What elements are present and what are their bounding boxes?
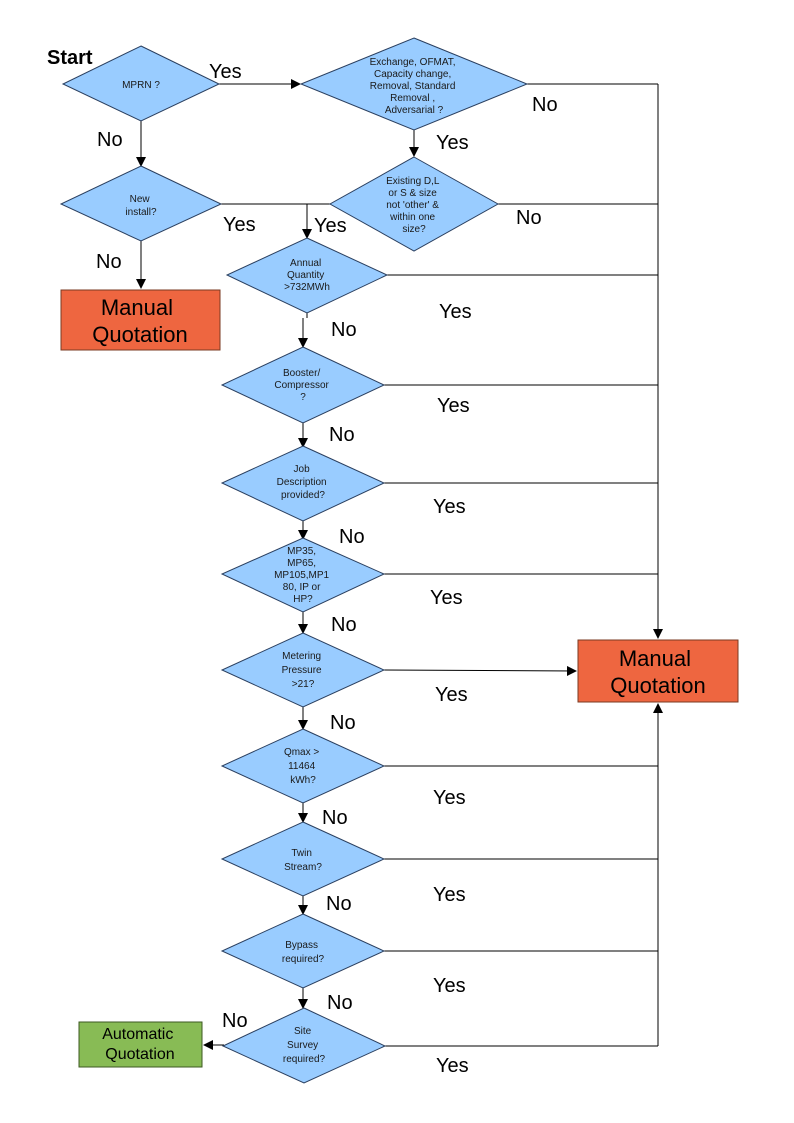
label-no: No (97, 129, 123, 151)
label-no: No (326, 893, 352, 915)
decision-booster: Booster/ Compressor ? (220, 346, 386, 424)
label-yes: Yes (436, 132, 469, 154)
decision-site-survey: Site Survey required? (221, 1007, 387, 1084)
label-no: No (331, 319, 357, 341)
start-label: Start (47, 47, 93, 69)
label-yes: Yes (209, 61, 242, 83)
label-no: No (339, 526, 365, 548)
branch-labels: Yes No No Yes Yes Yes No No Yes No Yes N… (96, 61, 558, 1077)
label-yes: Yes (223, 214, 256, 236)
decision-job-description-text: Job Description provided? (277, 464, 330, 501)
connectors (136, 79, 663, 1050)
decision-exchange-text: Exchange, OFMAT, Capacity change, Remova… (370, 57, 459, 116)
label-yes: Yes (436, 1055, 469, 1077)
decision-existing: Existing D,L or S & size not 'other' & w… (328, 156, 500, 252)
decision-job-description: Job Description provided? (220, 445, 386, 522)
label-yes: Yes (314, 215, 347, 237)
decision-metering-pressure-text: Metering Pressure >21? (282, 651, 325, 690)
decision-existing-text: Existing D,L or S & size not 'other' & w… (386, 176, 442, 235)
label-yes: Yes (433, 975, 466, 997)
label-no: No (329, 424, 355, 446)
label-no: No (516, 207, 542, 229)
decision-mprn: MPRN ? (61, 45, 221, 122)
decision-bypass: Bypass required? (220, 913, 386, 989)
svg-text:Automatic Quotation: Automatic Quotation (102, 1026, 178, 1063)
label-yes: Yes (437, 395, 470, 417)
label-yes: Yes (433, 787, 466, 809)
label-no: No (330, 712, 356, 734)
label-yes: Yes (439, 301, 472, 323)
decision-new-install: New install? (59, 165, 223, 242)
decision-qmax-text: Qmax > 11464 kWh? (284, 747, 322, 786)
svg-text:Manual Quotation: Manual Quotation (610, 646, 705, 698)
label-no: No (96, 251, 122, 273)
decision-mp: MP35, MP65, MP105,MP1 80, IP or HP? (220, 537, 386, 613)
decision-new-install-text: New install? (125, 194, 157, 218)
label-no: No (532, 94, 558, 116)
decision-metering-pressure: Metering Pressure >21? (220, 632, 386, 708)
svg-text:Manual Quotation: Manual Quotation (92, 295, 187, 347)
label-no: No (222, 1010, 248, 1032)
decision-site-survey-text: Site Survey required? (283, 1026, 326, 1065)
label-yes: Yes (430, 587, 463, 609)
decision-booster-text: Booster/ Compressor ? (274, 368, 331, 403)
decision-mprn-text: MPRN ? (122, 80, 160, 91)
decision-twin-stream-text: Twin Stream? (284, 848, 322, 873)
decision-annual-quantity: Annual Quantity >732MWh (225, 237, 389, 314)
decision-mp-text: MP35, MP65, MP105,MP1 80, IP or HP? (274, 546, 332, 605)
decision-qmax: Qmax > 11464 kWh? (220, 728, 386, 804)
decision-exchange: Exchange, OFMAT, Capacity change, Remova… (299, 37, 529, 131)
manual-quotation-right: Manual Quotation (577, 639, 739, 703)
decision-twin-stream: Twin Stream? (220, 821, 386, 897)
decision-annual-quantity-text: Annual Quantity >732MWh (284, 258, 330, 293)
label-yes: Yes (433, 496, 466, 518)
label-no: No (322, 807, 348, 829)
automatic-quotation: Automatic Quotation (78, 1021, 203, 1068)
label-no: No (327, 992, 353, 1014)
decision-bypass-text: Bypass required? (282, 940, 325, 965)
label-no: No (331, 614, 357, 636)
label-yes: Yes (435, 684, 468, 706)
manual-quotation-left: Manual Quotation (60, 289, 221, 351)
label-yes: Yes (433, 884, 466, 906)
